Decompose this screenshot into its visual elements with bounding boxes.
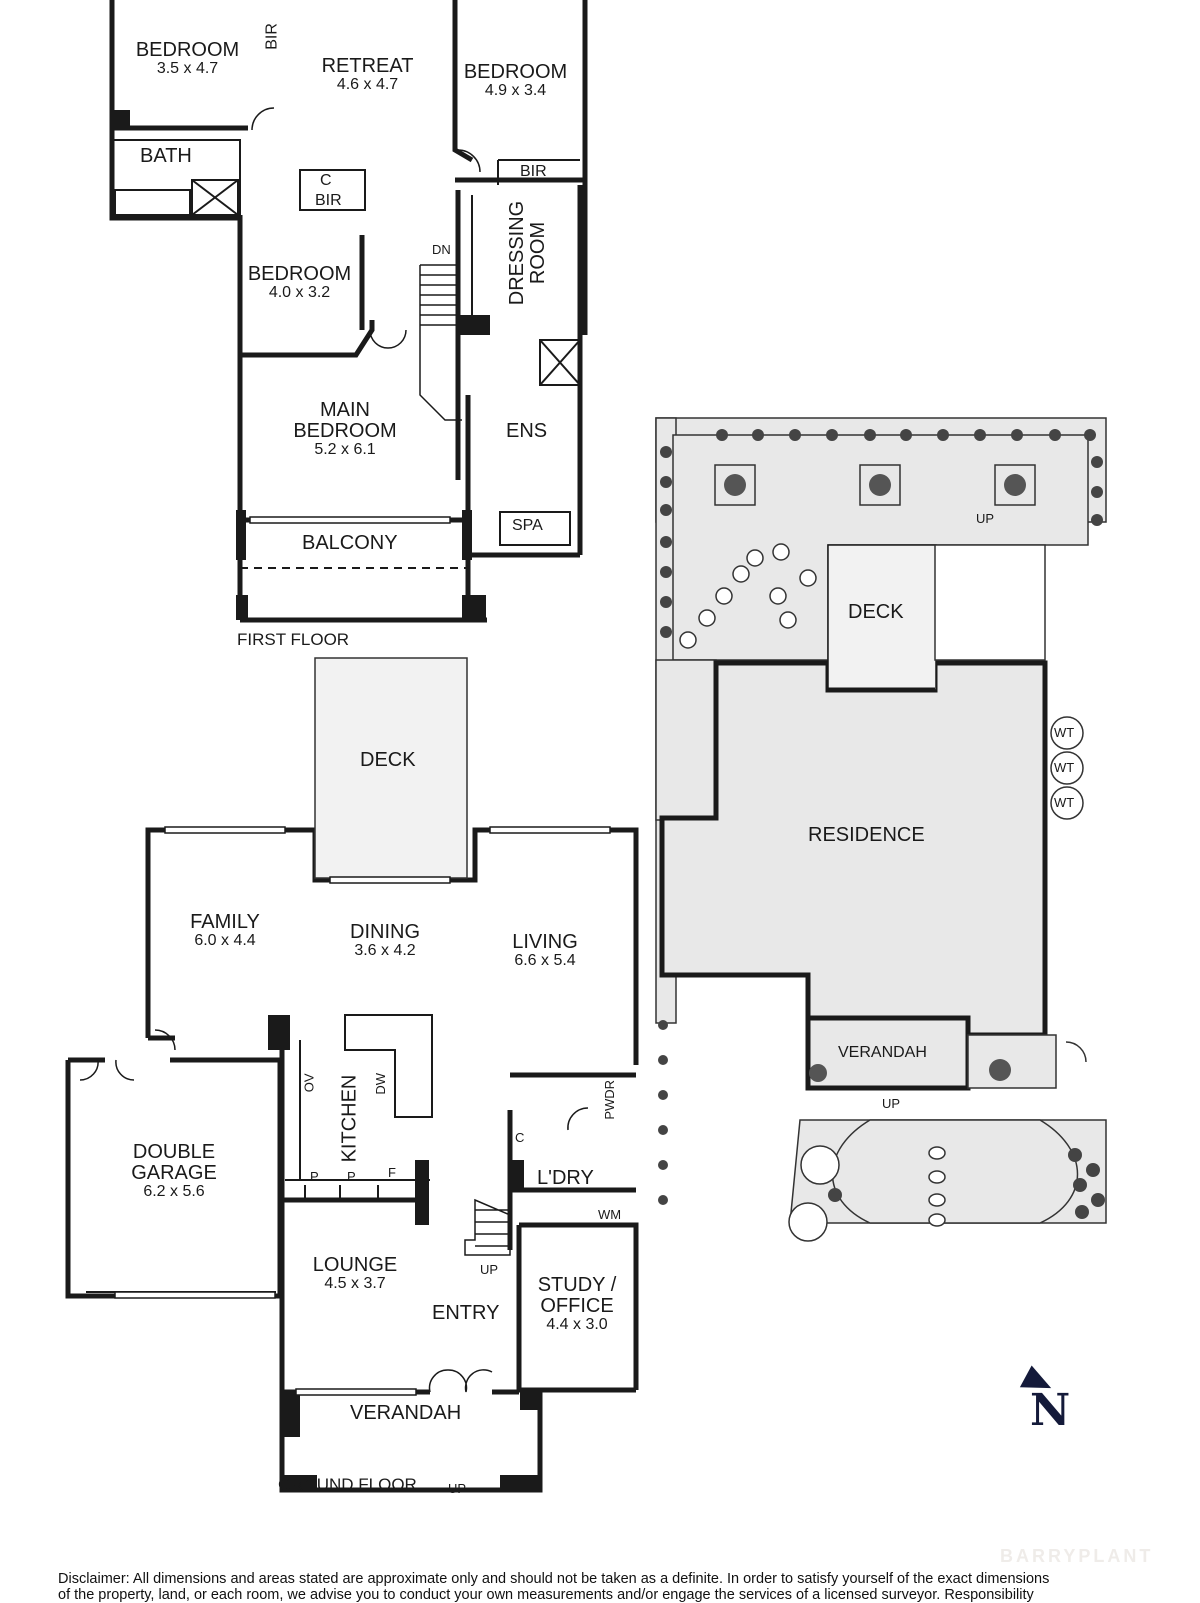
water-tank-2: WT — [1054, 760, 1075, 775]
room-name: DOUBLE — [132, 1141, 216, 1163]
site-up-rear-label: UP — [976, 511, 995, 526]
disclaimer-line: Disclaimer: All dimensions and areas sta… — [58, 1571, 1050, 1587]
spa-label: SPA — [512, 517, 543, 534]
dressing-room-label: DRESSING ROOM — [506, 193, 549, 313]
room-deck: DECK — [360, 749, 416, 771]
room-main-bedroom: MAIN BEDROOM 5.2 x 6.1 — [275, 400, 415, 459]
room-dims: 3.6 x 4.2 — [354, 942, 416, 959]
room-kitchen: KITCHEN — [338, 1074, 361, 1163]
cupboard-label: C — [320, 172, 332, 189]
site-verandah-label: VERANDAH — [838, 1044, 927, 1061]
room-name: BEDROOM — [293, 420, 397, 442]
room-dims: 6.6 x 5.4 — [514, 952, 576, 969]
room-name: DINING — [350, 921, 420, 943]
room-family: FAMILY 6.0 x 4.4 — [160, 912, 290, 950]
room-name: LIVING — [512, 931, 578, 953]
room-dims: 4.5 x 3.7 — [324, 1275, 386, 1292]
label-line: DRESSING — [506, 200, 528, 306]
room-dims: 5.2 x 6.1 — [314, 441, 376, 458]
water-tank-1: WT — [1054, 725, 1075, 740]
room-name: BEDROOM — [247, 263, 352, 285]
room-bedroom-1: BEDROOM 3.5 x 4.7 — [120, 40, 255, 78]
north-label: N — [1030, 1385, 1071, 1436]
room-name: FAMILY — [190, 911, 260, 933]
room-living: LIVING 6.6 x 5.4 — [480, 932, 610, 970]
north-compass: N — [1030, 1385, 1070, 1436]
room-dims: 6.0 x 4.4 — [194, 932, 256, 949]
ensuite-label: ENS — [506, 420, 548, 442]
room-dims: 6.2 x 5.6 — [143, 1183, 205, 1200]
pantry-label-2: P — [347, 1169, 356, 1184]
pantry-label-1: P — [310, 1169, 319, 1184]
stairs-up-label: UP — [480, 1262, 499, 1277]
room-name: GARAGE — [131, 1162, 217, 1184]
first-floor-title: FIRST FLOOR — [237, 630, 350, 649]
entry-up-label: UP — [448, 1481, 467, 1496]
room-name: BEDROOM — [135, 39, 240, 61]
room-retreat: RETREAT 4.6 x 4.7 — [300, 56, 435, 94]
room-dims: 4.0 x 3.2 — [268, 284, 331, 301]
site-deck-label: DECK — [848, 601, 904, 623]
room-dims: 3.5 x 4.7 — [156, 60, 219, 77]
powder-room-label: PWDR — [602, 1079, 618, 1120]
room-name: OFFICE — [540, 1295, 614, 1317]
water-tank-3: WT — [1054, 795, 1075, 810]
room-entry: ENTRY — [432, 1302, 500, 1324]
room-bedroom-3: BEDROOM 4.0 x 3.2 — [242, 264, 357, 302]
room-name: STUDY / — [537, 1274, 617, 1296]
bir-label-1: BIR — [263, 23, 281, 50]
disclaimer-line: of the property, land, or each room, we … — [58, 1587, 1034, 1603]
room-dims: 4.6 x 4.7 — [336, 76, 399, 93]
room-name: BEDROOM — [463, 61, 568, 83]
washing-machine-label: WM — [598, 1207, 622, 1222]
label-line: ROOM — [527, 221, 549, 285]
site-plan-graphic — [655, 417, 1107, 1389]
bir-label-3: BIR — [520, 163, 547, 180]
ground-floor-title: GROUND FLOOR — [278, 1475, 417, 1494]
room-dims: 4.9 x 3.4 — [484, 82, 547, 99]
stairs-down-label: DN — [432, 242, 451, 257]
room-name: RETREAT — [321, 55, 414, 77]
room-dining: DINING 3.6 x 4.2 — [320, 922, 450, 960]
bir-label-2: BIR — [315, 192, 342, 209]
room-bedroom-2: BEDROOM 4.9 x 3.4 — [448, 62, 583, 100]
site-residence-label: RESIDENCE — [808, 824, 925, 846]
room-verandah: VERANDAH — [350, 1402, 462, 1424]
first-floor-stairs — [419, 264, 462, 421]
room-balcony: BALCONY — [302, 532, 398, 554]
room-lounge: LOUNGE 4.5 x 3.7 — [290, 1255, 420, 1293]
site-up-front-label: UP — [882, 1096, 901, 1111]
room-dims: 4.4 x 3.0 — [546, 1316, 608, 1333]
cupboard-label: C — [515, 1130, 525, 1145]
brand-watermark: BARRYPLANT — [1000, 1546, 1154, 1566]
oven-label: OV — [301, 1073, 317, 1093]
room-name: LOUNGE — [312, 1254, 398, 1276]
room-laundry: L'DRY — [537, 1167, 594, 1189]
fridge-label: F — [388, 1165, 396, 1180]
room-study-office: STUDY / OFFICE 4.4 x 3.0 — [522, 1275, 632, 1334]
dishwasher-label: DW — [373, 1072, 389, 1095]
bath-label: BATH — [140, 145, 192, 167]
room-double-garage: DOUBLE GARAGE 6.2 x 5.6 — [100, 1142, 248, 1201]
ground-floor-stairs — [464, 1198, 511, 1256]
disclaimer: Disclaimer: All dimensions and areas sta… — [58, 1571, 1158, 1603]
room-name: MAIN — [320, 399, 370, 421]
